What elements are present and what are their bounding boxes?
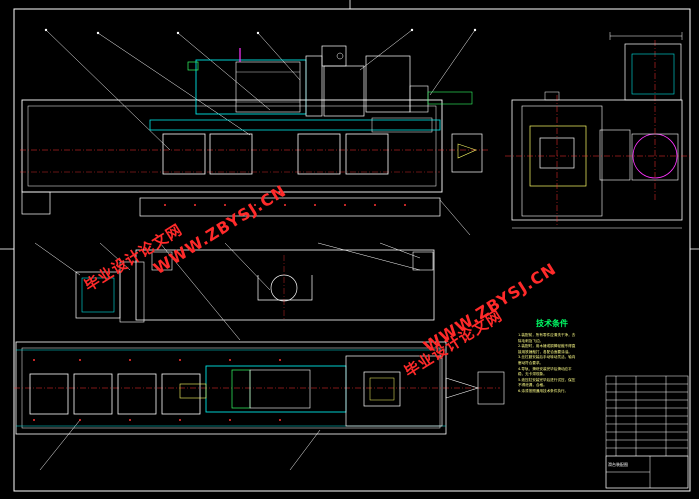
requirement-line: 窜动符合要求。 [518, 360, 544, 365]
requirement-line: 4.导轨、滑块安装完毕后滑动应平 [518, 366, 572, 371]
requirement-line: 5.液压缸安装完毕后进行试压，保压 [518, 377, 576, 382]
top-view [14, 242, 505, 471]
requirement-line: 1.装配前，所有零件应清洗干净，去 [518, 333, 576, 337]
requirement-line: 不得泄漏，合格。 [518, 383, 547, 388]
requirement-line: 3.丝杠副安装后手动转动灵活，轴向 [518, 355, 576, 360]
drawing-border [13, 8, 691, 492]
technical-requirements: 技术条件 1.装配前，所有零件应清洗干净，去 除毛刺及飞边。 2.装配时，用木锤… [518, 318, 606, 395]
drawing-name: 滑台装配图 [608, 462, 628, 467]
side-view [505, 32, 690, 229]
title-block [605, 375, 689, 489]
requirement-line: 6.涂漆按照通用技术条件执行。 [518, 388, 569, 393]
requirement-line: 2.装配时，用木锤或铜棒轻敲不得直 [518, 344, 576, 349]
front-view [20, 28, 490, 236]
requirement-line: 接用铁锤敲打，各配合面要涂油。 [518, 349, 572, 354]
requirement-line: 除毛刺及飞边。 [518, 338, 544, 343]
technical-requirements-title: 技术条件 [536, 319, 568, 328]
requirement-line: 稳，无卡滞现象。 [518, 372, 547, 377]
